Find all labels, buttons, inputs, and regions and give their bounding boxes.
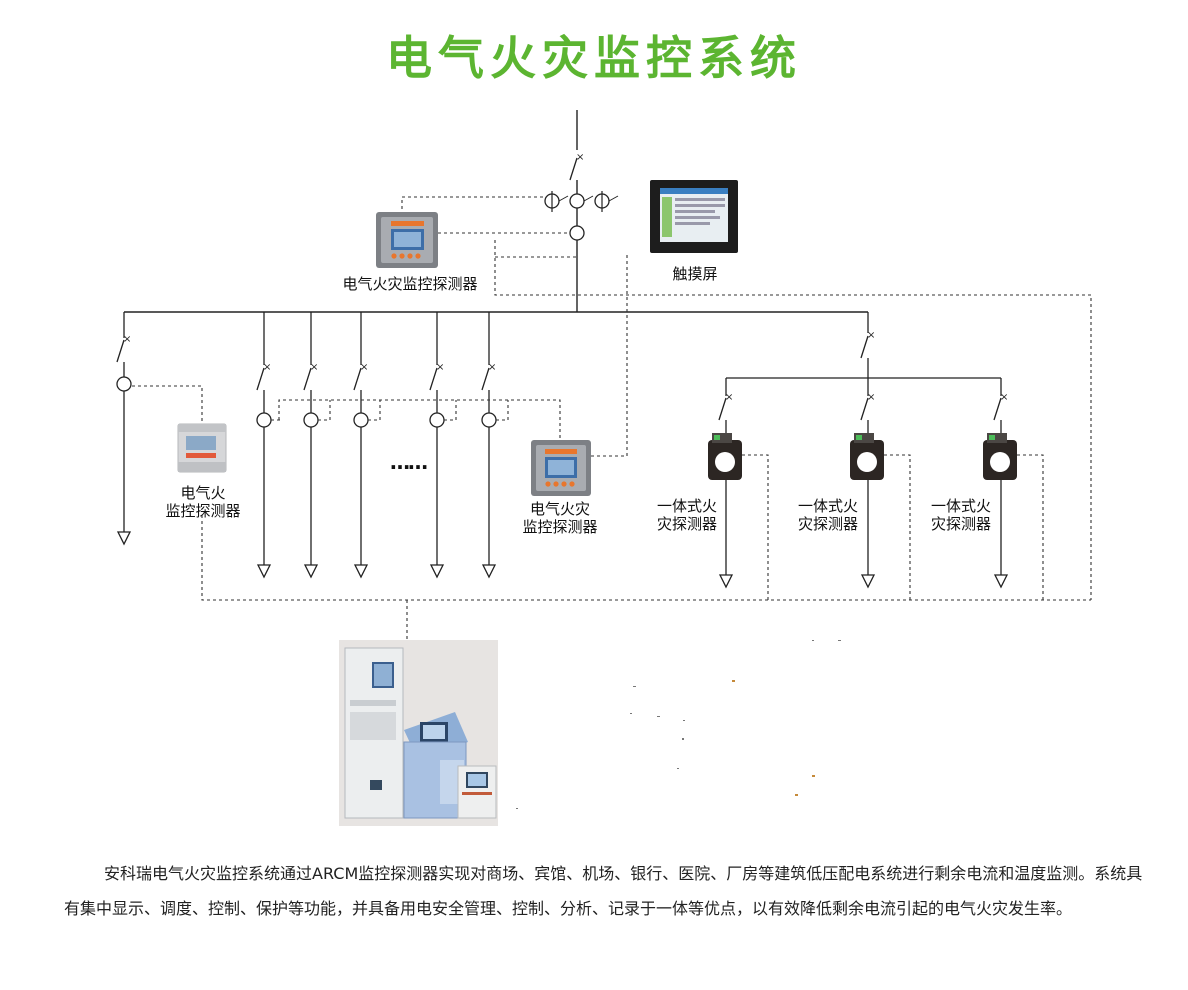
mid-detector-label: 电气火灾 监控探测器 <box>522 500 598 536</box>
integrated-detector-1 <box>708 433 742 480</box>
touch-screen-device <box>650 180 738 253</box>
image-specks <box>516 640 841 809</box>
monitoring-host-image <box>339 640 498 826</box>
main-detector-label: 电气火灾监控探测器 <box>342 275 478 293</box>
ellipsis-label: …… <box>390 450 428 474</box>
mid-detector-device <box>531 440 591 496</box>
left-detector-device <box>177 423 227 473</box>
feeder-branches <box>256 312 498 578</box>
main-feeder <box>544 110 619 312</box>
integrated-detector-3 <box>983 433 1017 480</box>
main-detector-device <box>376 212 438 268</box>
integrated-detector-2 <box>850 433 884 480</box>
description-paragraph: 安科瑞电气火灾监控系统通过ARCM监控探测器实现对商场、宾馆、机场、银行、医院、… <box>64 864 1143 918</box>
communication-bus <box>132 196 1092 640</box>
integrated-detector-3-label: 一体式火 灾探测器 <box>930 497 991 533</box>
left-detector-label: 电气火 监控探测器 <box>165 484 241 520</box>
integrated-detector-2-label: 一体式火 灾探测器 <box>797 497 858 533</box>
branch-left <box>116 312 133 545</box>
integrated-detector-1-label: 一体式火 灾探测器 <box>656 497 717 533</box>
page-title: 电气火灾监控系统 <box>386 31 802 85</box>
touch-screen-label: 触摸屏 <box>672 265 718 283</box>
